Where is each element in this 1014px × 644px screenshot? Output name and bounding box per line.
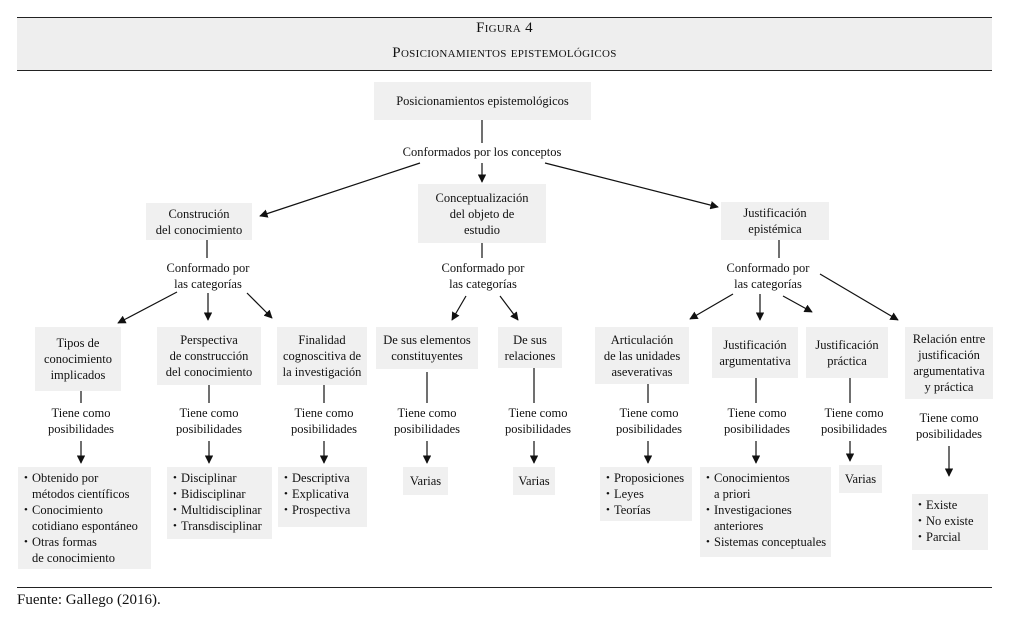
root-link-label: Conformados por los conceptos xyxy=(402,145,562,159)
concept-construction: Construción del conocimiento xyxy=(146,203,252,240)
list-item: Leyes xyxy=(606,486,688,502)
list-item: Otras formas de conocimiento xyxy=(24,534,147,566)
list-item: No existe xyxy=(918,513,984,529)
category-relacion-entre: Relación entre justificación argumentati… xyxy=(905,327,993,399)
list-item: Transdisciplinar xyxy=(173,518,268,534)
list-item: Explicativa xyxy=(284,486,363,502)
figure-header: Figura 4 Posicionamientos epistemológico… xyxy=(17,18,992,70)
perspectiva-link: Tiene como posibilidades xyxy=(176,406,242,436)
figure-number: Figura 4 xyxy=(476,20,533,36)
perspectiva-possibilities: Disciplinar Bidisciplinar Multidisciplin… xyxy=(167,467,272,539)
category-perspectiva: Perspectiva de construcción del conocimi… xyxy=(157,327,261,385)
bottom-rule xyxy=(17,587,992,588)
figure-source: Fuente: Gallego (2016). xyxy=(17,592,161,608)
category-justificacion-practica: Justificación práctica xyxy=(806,327,888,378)
list-item: Conocimiento cotidiano espontáneo xyxy=(24,502,147,534)
list-item: Existe xyxy=(918,497,984,513)
relaciones-possibilities: Varias xyxy=(513,467,555,495)
list-item: Parcial xyxy=(918,529,984,545)
relacion-entre-possibilities: Existe No existe Parcial xyxy=(912,494,988,550)
elementos-possibilities: Varias xyxy=(403,467,448,495)
concept-conceptualization: Conceptualización del objeto de estudio xyxy=(418,184,546,243)
top-rule xyxy=(17,17,992,18)
category-finalidad: Finalidad cognoscitiva de la investigaci… xyxy=(277,327,367,385)
category-justificacion-argumentativa: Justificación argumentativa xyxy=(712,327,798,378)
relacion-entre-link: Tiene como posibilidades xyxy=(916,411,982,441)
list-item: Teorías xyxy=(606,502,688,518)
list-item: Obtenido por métodos científicos xyxy=(24,470,147,502)
justificacion-practica-link: Tiene como posibilidades xyxy=(821,406,887,436)
list-item: Prospectiva xyxy=(284,502,363,518)
category-tipos: Tipos de conocimiento implicados xyxy=(35,327,121,391)
list-item: Bidisciplinar xyxy=(173,486,268,502)
list-item: Conocimientos a priori xyxy=(706,470,827,502)
finalidad-possibilities: Descriptiva Explicativa Prospectiva xyxy=(278,467,367,527)
tipos-possibilities: Obtenido por métodos científicos Conocim… xyxy=(18,467,151,569)
articulacion-possibilities: Proposiciones Leyes Teorías xyxy=(600,467,692,521)
list-item: Investigaciones anteriores xyxy=(706,502,827,534)
justificacion-practica-possibilities: Varias xyxy=(839,465,882,493)
category-relaciones: De sus relaciones xyxy=(498,327,562,368)
relaciones-link: Tiene como posibilidades xyxy=(505,406,571,436)
concept-conceptualization-link: Conformado por las categorías xyxy=(441,261,525,291)
tipos-link: Tiene como posibilidades xyxy=(48,406,114,436)
root-node: Posicionamientos epistemológicos xyxy=(374,82,591,120)
header-rule xyxy=(17,70,992,71)
concept-construction-link: Conformado por las categorías xyxy=(166,261,250,291)
list-item: Sistemas conceptuales xyxy=(706,534,827,550)
list-item: Disciplinar xyxy=(173,470,268,486)
category-articulacion: Articulación de las unidades aseverativa… xyxy=(595,327,689,384)
finalidad-link: Tiene como posibilidades xyxy=(291,406,357,436)
elementos-link: Tiene como posibilidades xyxy=(394,406,460,436)
category-elementos: De sus elementos constituyentes xyxy=(376,327,478,369)
concept-justification: Justificación epistémica xyxy=(721,202,829,240)
justificacion-argumentativa-possibilities: Conocimientos a priori Investigaciones a… xyxy=(700,467,831,557)
list-item: Proposiciones xyxy=(606,470,688,486)
list-item: Descriptiva xyxy=(284,470,363,486)
concept-justification-link: Conformado por las categorías xyxy=(726,261,810,291)
figure-title: Posicionamientos epistemológicos xyxy=(392,45,617,61)
articulacion-link: Tiene como posibilidades xyxy=(616,406,682,436)
list-item: Multidisciplinar xyxy=(173,502,268,518)
justificacion-argumentativa-link: Tiene como posibilidades xyxy=(724,406,790,436)
